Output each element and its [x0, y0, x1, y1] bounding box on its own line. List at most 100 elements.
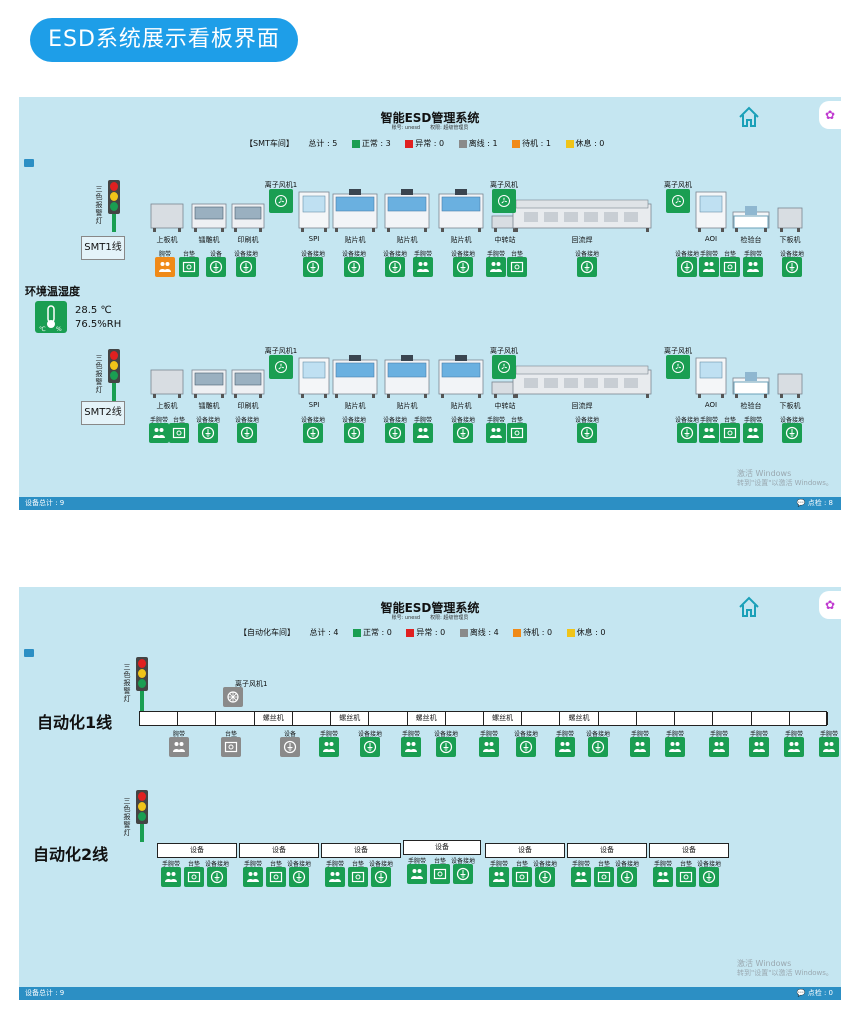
home-icon[interactable]: [737, 595, 761, 619]
equipment-segment[interactable]: 设备: [157, 843, 237, 858]
equipment-segment[interactable]: 设备: [485, 843, 565, 858]
equipment-ground-icon[interactable]: [360, 737, 380, 757]
ion-fan-icon[interactable]: [223, 687, 243, 707]
station-cell[interactable]: [140, 712, 179, 725]
equipment-segment[interactable]: 设备: [403, 840, 481, 855]
station-cell[interactable]: [446, 712, 484, 725]
table-mat-icon[interactable]: [720, 423, 740, 443]
wrist-strap-icon[interactable]: [665, 737, 685, 757]
machine-镭雕机[interactable]: [191, 198, 227, 232]
wrist-strap-icon[interactable]: [413, 423, 433, 443]
menu-icon[interactable]: [24, 159, 34, 167]
equipment-ground-icon[interactable]: [577, 423, 597, 443]
table-mat-icon[interactable]: [507, 423, 527, 443]
machine-贴片机[interactable]: [332, 188, 378, 232]
ion-fan-icon[interactable]: [666, 189, 690, 213]
wrist-strap-icon[interactable]: [653, 867, 673, 887]
wrist-strap-icon[interactable]: [169, 737, 189, 757]
equipment-segment[interactable]: 设备: [649, 843, 729, 858]
table-mat-icon[interactable]: [430, 864, 450, 884]
equipment-ground-icon[interactable]: [782, 257, 802, 277]
station-cell[interactable]: 螺丝机: [484, 712, 523, 725]
equipment-ground-icon[interactable]: [577, 257, 597, 277]
line-label-auto2[interactable]: 自动化2线: [33, 845, 109, 864]
table-mat-icon[interactable]: [676, 867, 696, 887]
wrist-strap-icon[interactable]: [319, 737, 339, 757]
station-cell[interactable]: [216, 712, 255, 725]
wrist-strap-icon[interactable]: [699, 423, 719, 443]
equipment-ground-icon[interactable]: [453, 864, 473, 884]
machine-贴片机[interactable]: [332, 354, 378, 398]
equipment-ground-icon[interactable]: [782, 423, 802, 443]
equipment-ground-icon[interactable]: [371, 867, 391, 887]
equipment-ground-icon[interactable]: [303, 423, 323, 443]
wrist-strap-icon[interactable]: [479, 737, 499, 757]
station-cell[interactable]: [637, 712, 676, 725]
table-mat-icon[interactable]: [720, 257, 740, 277]
equipment-ground-icon[interactable]: [198, 423, 218, 443]
machine-贴片机[interactable]: [438, 354, 484, 398]
wrist-strap-icon[interactable]: [749, 737, 769, 757]
machine-贴片机[interactable]: [384, 354, 430, 398]
station-cell[interactable]: [675, 712, 714, 725]
table-mat-icon[interactable]: [348, 867, 368, 887]
wrist-strap-icon[interactable]: [325, 867, 345, 887]
machine-AOI[interactable]: [695, 352, 727, 398]
wrist-strap-icon[interactable]: [413, 257, 433, 277]
ion-fan-icon[interactable]: [269, 355, 293, 379]
equipment-ground-icon[interactable]: [699, 867, 719, 887]
station-cell[interactable]: [713, 712, 752, 725]
machine-贴片机[interactable]: [438, 188, 484, 232]
wrist-strap-icon[interactable]: [243, 867, 263, 887]
home-icon[interactable]: [737, 105, 761, 129]
table-mat-icon[interactable]: [169, 423, 189, 443]
brain-icon[interactable]: ✿: [819, 101, 841, 129]
table-mat-icon[interactable]: [266, 867, 286, 887]
brain-icon[interactable]: ✿: [819, 591, 841, 619]
station-cell[interactable]: [178, 712, 217, 725]
machine-印刷机[interactable]: [231, 364, 265, 398]
ion-fan-icon[interactable]: [269, 189, 293, 213]
table-mat-icon[interactable]: [184, 867, 204, 887]
equipment-ground-icon[interactable]: [206, 257, 226, 277]
wrist-strap-icon[interactable]: [784, 737, 804, 757]
equipment-ground-icon[interactable]: [236, 257, 256, 277]
table-mat-icon[interactable]: [512, 867, 532, 887]
equipment-ground-icon[interactable]: [344, 257, 364, 277]
wrist-strap-icon[interactable]: [743, 423, 763, 443]
equipment-ground-icon[interactable]: [588, 737, 608, 757]
wrist-strap-icon[interactable]: [489, 867, 509, 887]
wrist-strap-icon[interactable]: [486, 423, 506, 443]
station-cell[interactable]: [599, 712, 637, 725]
wrist-strap-icon[interactable]: [743, 257, 763, 277]
equipment-ground-icon[interactable]: [453, 423, 473, 443]
wrist-strap-icon[interactable]: [819, 737, 839, 757]
machine-检验台[interactable]: [732, 206, 770, 232]
wrist-strap-icon[interactable]: [709, 737, 729, 757]
station-cell[interactable]: 螺丝机: [331, 712, 370, 725]
equipment-ground-icon[interactable]: [516, 737, 536, 757]
station-cell[interactable]: 螺丝机: [255, 712, 293, 725]
line-label-auto1[interactable]: 自动化1线: [37, 713, 113, 732]
inspection-count[interactable]: 💬 点检 : 8: [796, 499, 833, 507]
station-cell[interactable]: [522, 712, 561, 725]
station-cell[interactable]: 螺丝机: [560, 712, 599, 725]
menu-icon[interactable]: [24, 649, 34, 657]
wrist-strap-icon[interactable]: [486, 257, 506, 277]
station-cell[interactable]: 螺丝机: [408, 712, 446, 725]
station-cell[interactable]: [369, 712, 408, 725]
wrist-strap-icon[interactable]: [149, 423, 169, 443]
machine-AOI[interactable]: [695, 186, 727, 232]
machine-上板机[interactable]: [150, 364, 184, 398]
ion-fan-icon[interactable]: [492, 355, 516, 379]
machine-印刷机[interactable]: [231, 198, 265, 232]
wrist-strap-icon[interactable]: [155, 257, 175, 277]
ion-fan-icon[interactable]: [492, 189, 516, 213]
machine-SPI[interactable]: [298, 352, 330, 398]
wrist-strap-icon[interactable]: [571, 867, 591, 887]
wrist-strap-icon[interactable]: [407, 864, 427, 884]
ion-fan-icon[interactable]: [666, 355, 690, 379]
wrist-strap-icon[interactable]: [699, 257, 719, 277]
wrist-strap-icon[interactable]: [401, 737, 421, 757]
machine-镭雕机[interactable]: [191, 364, 227, 398]
